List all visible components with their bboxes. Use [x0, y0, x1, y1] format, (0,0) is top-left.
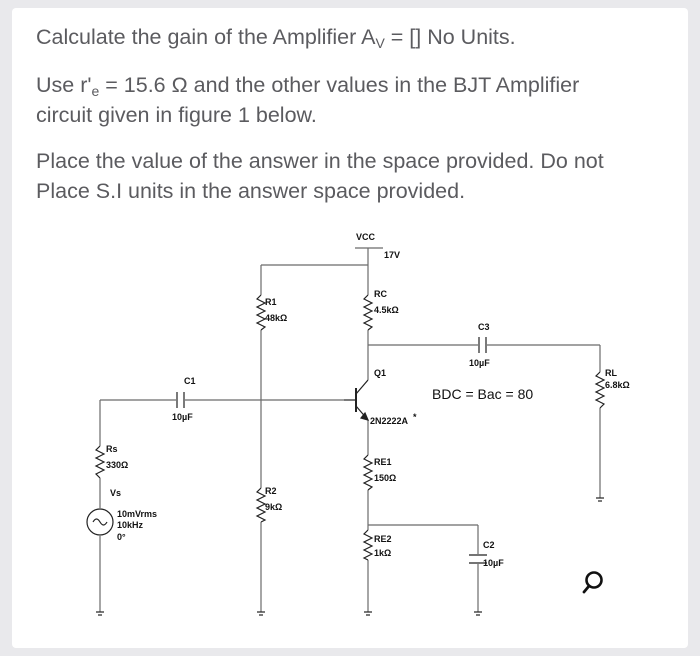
- rl-name: RL: [605, 368, 617, 378]
- question-line-2: Use r'e = 15.6 Ω and the other values in…: [36, 70, 636, 130]
- subscript: e: [91, 83, 100, 99]
- circuit-wires: [99, 247, 601, 612]
- resistor-r2: [255, 487, 267, 523]
- circuit-labels: VCC 17V RC 4.5kΩ R1 48kΩ C3 10µF Q1 2N22…: [106, 232, 630, 568]
- resistor-re1: [362, 454, 374, 491]
- rl-value: 6.8kΩ: [605, 380, 630, 390]
- question-text: = [] No Units.: [384, 25, 516, 49]
- question-line-1: Calculate the gain of the Amplifier AV =…: [36, 22, 516, 52]
- question-text: Use r': [36, 73, 92, 97]
- re1-value: 150Ω: [374, 473, 396, 483]
- resistor-rs: [94, 445, 106, 479]
- resistor-re2: [362, 529, 374, 561]
- resistors: [94, 294, 606, 561]
- resistor-r1: [255, 294, 267, 331]
- r2-name: R2: [265, 486, 277, 496]
- vs-name: Vs: [110, 488, 121, 498]
- c2-name: C2: [483, 540, 495, 550]
- vcc-value: 17V: [384, 250, 400, 260]
- r2-value: 9kΩ: [265, 502, 282, 512]
- resistor-rc: [362, 294, 374, 331]
- re2-name: RE2: [374, 534, 392, 544]
- vs-amplitude: 10mVrms: [117, 509, 157, 519]
- question-card: [12, 8, 688, 648]
- r1-value: 48kΩ: [265, 313, 287, 323]
- re2-value: 1kΩ: [374, 548, 391, 558]
- question-text: Calculate the gain of the Amplifier A: [36, 25, 376, 49]
- search-icon[interactable]: [580, 568, 610, 598]
- q1-star: *: [413, 412, 417, 422]
- ground-symbols: [96, 497, 604, 616]
- r1-name: R1: [265, 297, 277, 307]
- vs-frequency: 10kHz: [117, 520, 144, 530]
- c1-name: C1: [184, 376, 196, 386]
- subscript: V: [375, 35, 385, 51]
- re1-name: RE1: [374, 457, 392, 467]
- transistor-q1: [344, 379, 370, 421]
- vcc-label: VCC: [356, 232, 376, 242]
- resistor-rl: [594, 371, 606, 409]
- q1-part: 2N2222A: [370, 416, 409, 426]
- rs-value: 330Ω: [106, 460, 128, 470]
- c2-value: 10µF: [483, 558, 504, 568]
- question-text: = 15.6 Ω and the other values in the BJT…: [36, 73, 580, 127]
- q1-name: Q1: [374, 368, 386, 378]
- question-instructions: Place the value of the answer in the spa…: [36, 149, 604, 203]
- capacitors: [176, 337, 487, 564]
- vs-phase: 0°: [117, 532, 126, 542]
- beta-annotation: BDC = Bac = 80: [432, 386, 533, 402]
- rs-name: Rs: [106, 444, 118, 454]
- c3-value: 10µF: [469, 358, 490, 368]
- rc-name: RC: [374, 289, 387, 299]
- c3-name: C3: [478, 322, 490, 332]
- rc-value: 4.5kΩ: [374, 305, 399, 315]
- ac-source-vs: [86, 508, 114, 536]
- c1-value: 10µF: [172, 412, 193, 422]
